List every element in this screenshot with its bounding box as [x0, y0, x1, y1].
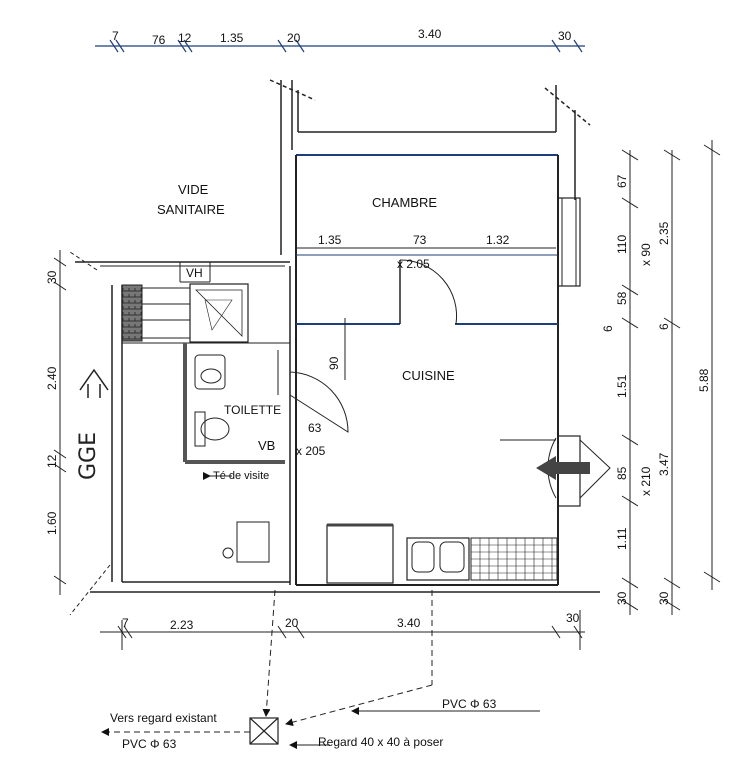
- top-dim-4: 1.35: [220, 31, 244, 45]
- dim-door-height: x 2.05: [397, 257, 430, 271]
- top-dim-1: 7: [112, 29, 119, 43]
- right-dim-588: 5.88: [697, 368, 711, 392]
- kitchen-units: [326, 523, 558, 584]
- label-cuisine: CUISINE: [402, 368, 455, 383]
- label-pvc-left: PVC Φ 63: [122, 737, 177, 751]
- upper-walls: [269, 79, 591, 255]
- dim-door-90: 90: [327, 356, 341, 370]
- right-dim-235: 2.35: [657, 221, 671, 245]
- label-pvc-right: PVC Φ 63: [442, 697, 497, 711]
- right-dimension-lines: [621, 140, 721, 615]
- drainage-lines: [101, 589, 540, 749]
- bottom-dim-2: 2.23: [170, 618, 194, 632]
- right-dim-111: 1.11: [615, 527, 629, 550]
- inner-dim-lines: [296, 247, 556, 380]
- bottom-dimension-line: [90, 591, 600, 650]
- label-vers-regard: Vers regard existant: [110, 711, 217, 725]
- right-dim-347: 3.47: [657, 452, 671, 476]
- right-dim-151: 1.51: [615, 374, 629, 398]
- right-dim-85: 85: [615, 466, 629, 480]
- garage-arrow-icon: [79, 368, 109, 398]
- right-window: [557, 197, 581, 287]
- dim-door-63: 63: [308, 421, 322, 435]
- label-gge: GGE: [76, 432, 101, 480]
- bottom-dim-4: 3.40: [397, 616, 421, 630]
- bottom-dim-1: 7: [122, 616, 129, 630]
- left-dim-3: 12: [45, 454, 59, 468]
- label-regard: Regard 40 x 40 à poser: [318, 735, 443, 749]
- label-chambre: CHAMBRE: [372, 195, 437, 210]
- dim-chambre-right: 1.32: [486, 233, 510, 247]
- regard-box-icon: [249, 717, 279, 745]
- left-dim-1: 30: [45, 270, 59, 284]
- right-dim-6a: 6: [601, 325, 615, 332]
- bottom-dim-3: 20: [285, 616, 299, 630]
- label-vb: VB: [258, 438, 275, 453]
- top-dim-2: 76: [152, 33, 166, 47]
- label-toilette: TOILETTE: [224, 403, 281, 417]
- door-63-swing: [289, 371, 349, 433]
- label-sanitaire: SANITAIRE: [157, 202, 225, 217]
- left-dim-4: 1.60: [45, 511, 59, 535]
- right-dim-x90: x 90: [639, 243, 653, 266]
- label-vh: VH: [186, 266, 203, 280]
- right-dim-67: 67: [615, 174, 629, 188]
- right-dim-58: 58: [615, 291, 629, 305]
- right-dim-30b: 30: [657, 591, 671, 605]
- dim-door-width: 73: [413, 233, 427, 247]
- main-walls: [295, 154, 559, 586]
- right-dim-6b: 6: [657, 323, 671, 330]
- top-dim-6: 3.40: [418, 27, 442, 41]
- right-dim-110: 110: [615, 235, 629, 254]
- bottom-dim-5: 30: [566, 611, 580, 625]
- top-dim-5: 20: [287, 31, 301, 45]
- top-dimension-line: [95, 39, 585, 53]
- right-dim-x210: x 210: [639, 466, 653, 496]
- right-dim-30a: 30: [615, 591, 629, 605]
- left-wing: [69, 251, 291, 616]
- label-vide: VIDE: [178, 182, 209, 197]
- dim-door-63-height: x 205: [296, 444, 326, 458]
- entry-door: [500, 435, 611, 507]
- top-dim-7: 30: [558, 29, 572, 43]
- top-dim-3: 12: [178, 31, 192, 45]
- label-te-de-visite: Té de visite: [213, 470, 269, 482]
- left-dim-2: 2.40: [45, 366, 59, 390]
- left-dimension-line: [53, 250, 67, 595]
- dim-chambre-left: 1.35: [318, 233, 342, 247]
